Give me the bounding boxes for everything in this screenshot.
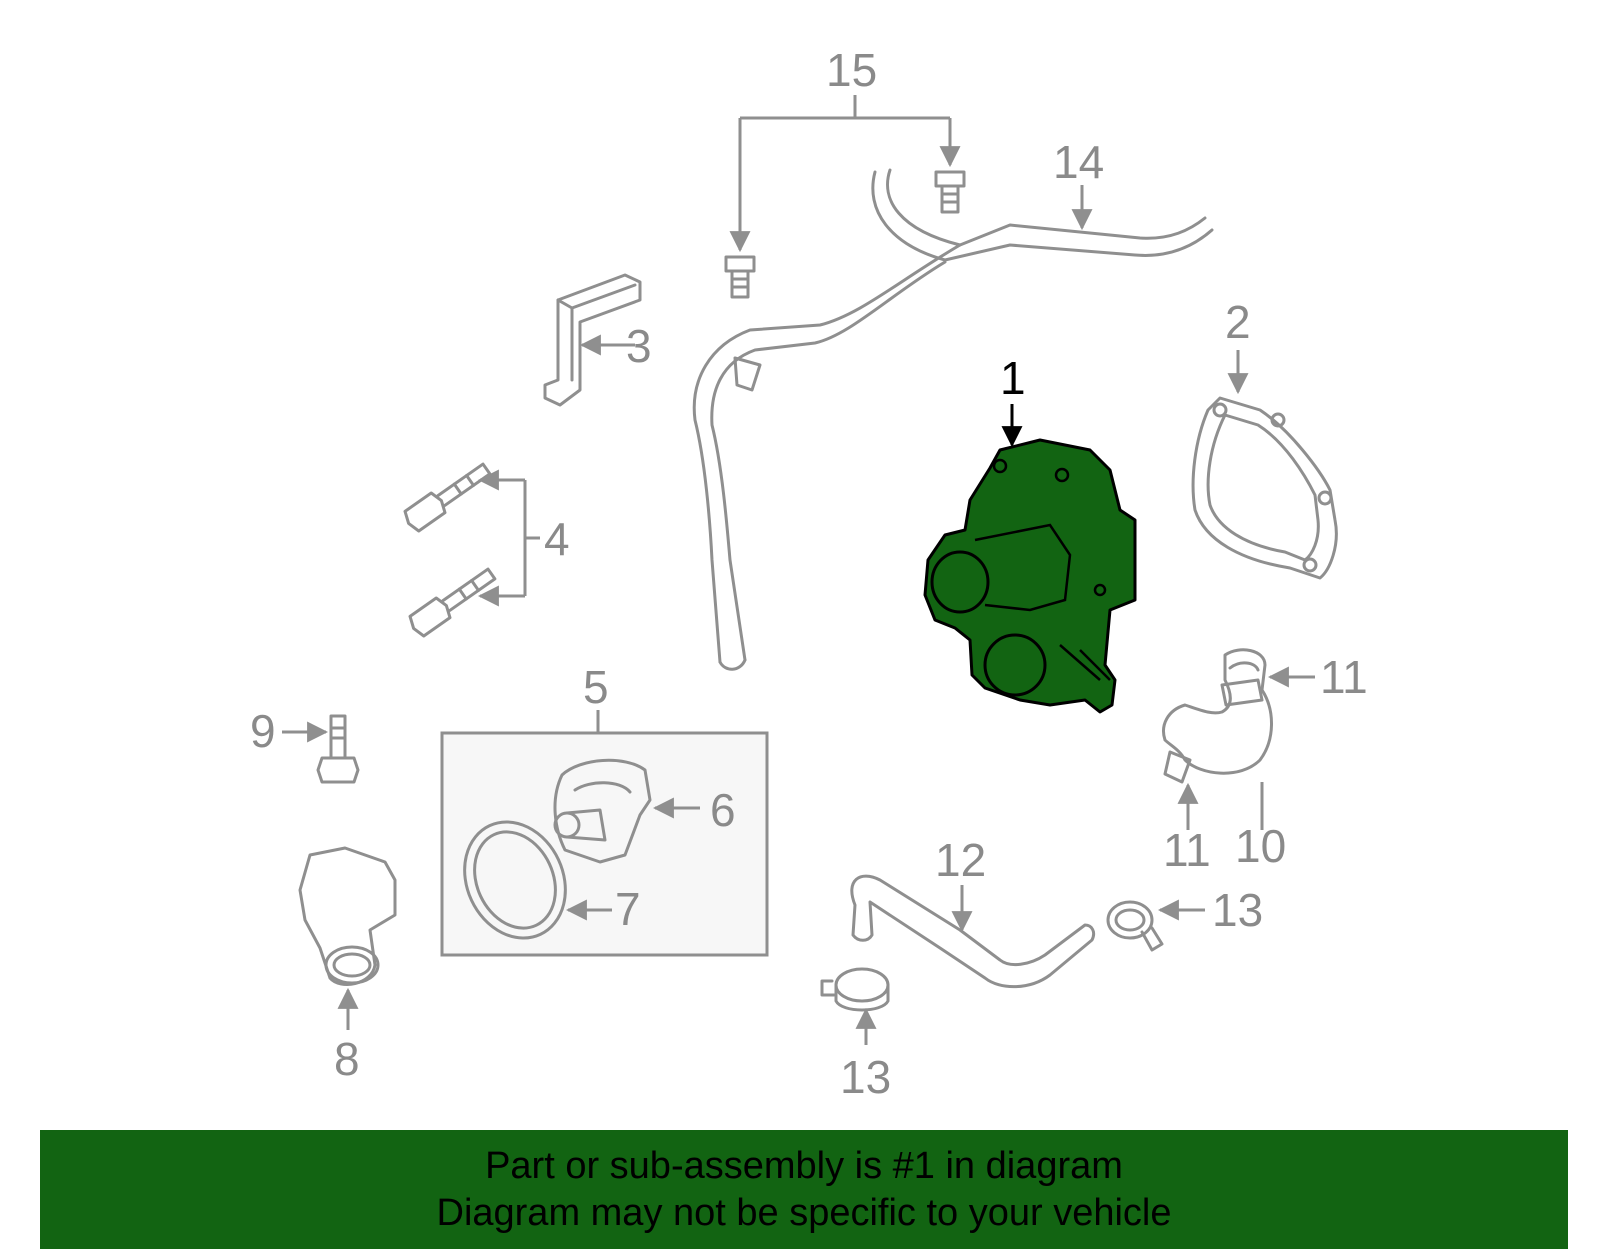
callout-4: 4 (544, 513, 570, 565)
banner-line-disclaimer: Diagram may not be specific to your vehi… (436, 1191, 1172, 1234)
info-banner: Part or sub-assembly is #1 in diagram Di… (40, 1130, 1568, 1249)
callout-8: 8 (334, 1033, 360, 1085)
part-6-thermostat[interactable] (553, 758, 700, 864)
part-8-thermostat-housing[interactable] (298, 846, 397, 1030)
callout-2: 2 (1225, 296, 1251, 348)
part-14-water-pipe[interactable] (692, 168, 1214, 671)
part-1-water-pump[interactable] (923, 404, 1137, 714)
callout-13-right: 13 (1212, 884, 1263, 936)
part-3-bracket[interactable] (543, 273, 642, 407)
callout-14: 14 (1053, 136, 1104, 188)
callout-9: 9 (250, 705, 276, 757)
callout-10: 10 (1235, 820, 1286, 872)
callout-3: 3 (626, 320, 652, 372)
part-4-bolts[interactable] (402, 459, 540, 638)
callout-12: 12 (935, 834, 986, 886)
banner-line-part: Part or sub-assembly is #1 in diagram (485, 1144, 1123, 1187)
callout-1: 1 (1000, 352, 1026, 404)
callout-11-right: 11 (1320, 651, 1368, 703)
part-9-bolt[interactable] (282, 714, 360, 784)
parts-diagram: 15 14 3 4 2 1 11 11 10 5 9 6 7 12 13 8 1… (250, 44, 1368, 1103)
part-15-bolts[interactable] (724, 95, 966, 299)
part-12-hose[interactable] (850, 874, 1096, 989)
part-13-clamps[interactable] (820, 899, 1205, 1045)
part-5-thermostat-assembly[interactable] (440, 710, 769, 957)
callout-7: 7 (615, 883, 641, 935)
callout-13-bottom: 13 (840, 1051, 891, 1103)
callout-5: 5 (583, 661, 609, 713)
callout-11-bottom: 11 (1163, 824, 1211, 876)
part-11-clamps[interactable] (1163, 666, 1315, 830)
callout-15: 15 (826, 44, 877, 96)
callout-6: 6 (710, 784, 736, 836)
part-2-gasket[interactable] (1191, 350, 1338, 580)
part-7-seal-ring[interactable] (446, 805, 612, 954)
part-10-hose[interactable] (1162, 648, 1273, 830)
